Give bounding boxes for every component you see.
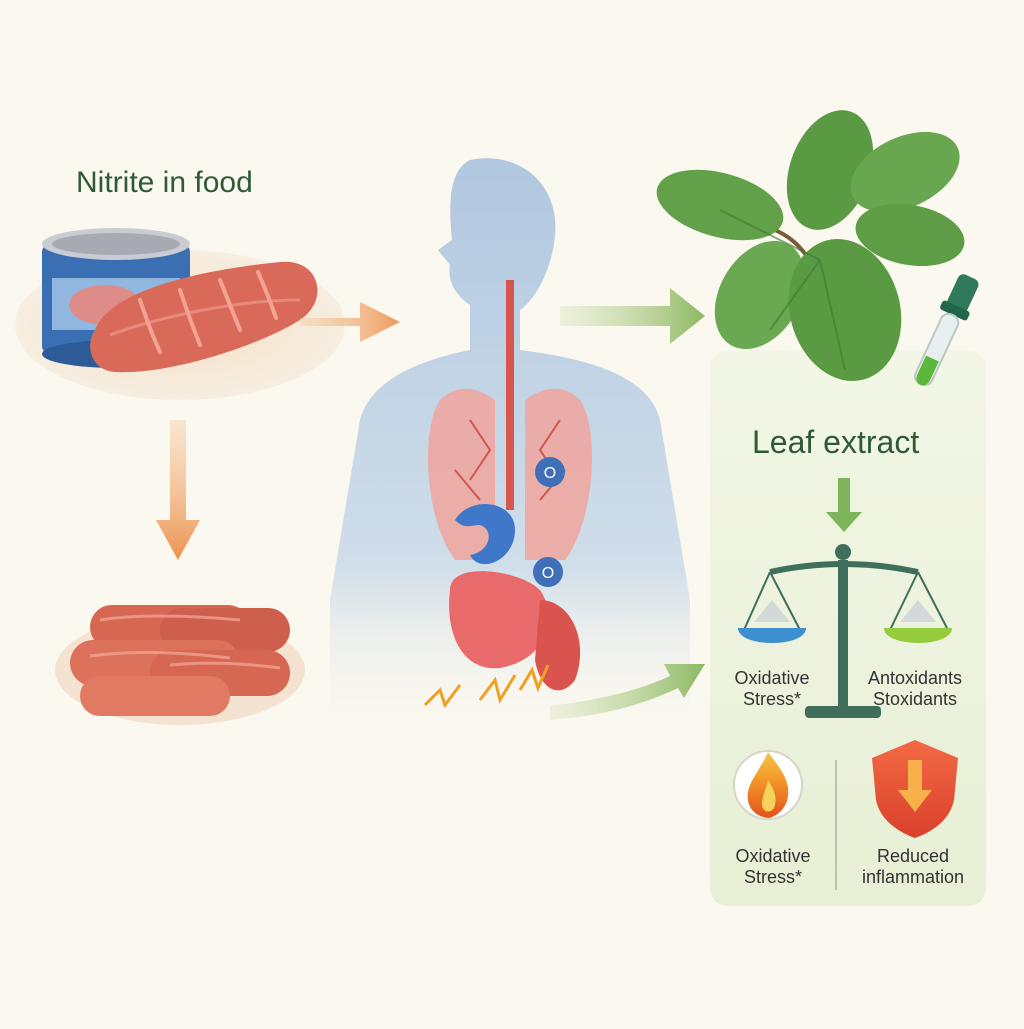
shield-icon	[872, 740, 958, 838]
oxygen-marker-2	[533, 557, 563, 587]
balance-scale-icon	[738, 544, 952, 718]
oxygen-label-2: O	[542, 565, 554, 582]
scale-right-line1: Antoxidants	[867, 668, 963, 688]
sausage-plate-icon	[55, 605, 305, 725]
scale-right-label: Antoxidants Stoxidants	[860, 668, 970, 709]
bottom-right-line2: inflammation	[861, 866, 965, 887]
bottom-left-line1: Oxidative	[735, 846, 811, 866]
scale-left-line1: Oxidative	[734, 668, 810, 688]
bottom-left-label: Oxidative Stress*	[718, 846, 828, 887]
scale-right-line2: Stoxidants	[872, 688, 958, 709]
title-leaf-extract: Leaf extract	[752, 424, 920, 460]
bottom-right-line1: Reduced	[876, 846, 950, 866]
dropper-icon	[914, 274, 979, 387]
arrow-food-to-body	[300, 302, 400, 342]
flame-icon	[733, 750, 803, 820]
human-body-icon	[330, 158, 690, 741]
arrow-leaf-to-scale	[826, 478, 862, 532]
leaf-icon	[656, 110, 965, 381]
arrow-food-to-sausages	[156, 420, 200, 560]
arrow-body-to-leaf	[560, 288, 705, 344]
arrow-body-to-scale	[550, 664, 705, 720]
scale-left-line2: Stress*	[742, 688, 802, 709]
oxygen-label-1: O	[544, 465, 556, 482]
title-nitrite-in-food: Nitrite in food	[76, 166, 253, 199]
scale-left-label: Oxidative Stress*	[722, 668, 822, 709]
bottom-left-line2: Stress*	[743, 866, 803, 887]
oxygen-marker-1	[535, 457, 565, 487]
bottom-right-label: Reduced inflammation	[848, 846, 978, 887]
sausage-icon	[90, 261, 318, 373]
